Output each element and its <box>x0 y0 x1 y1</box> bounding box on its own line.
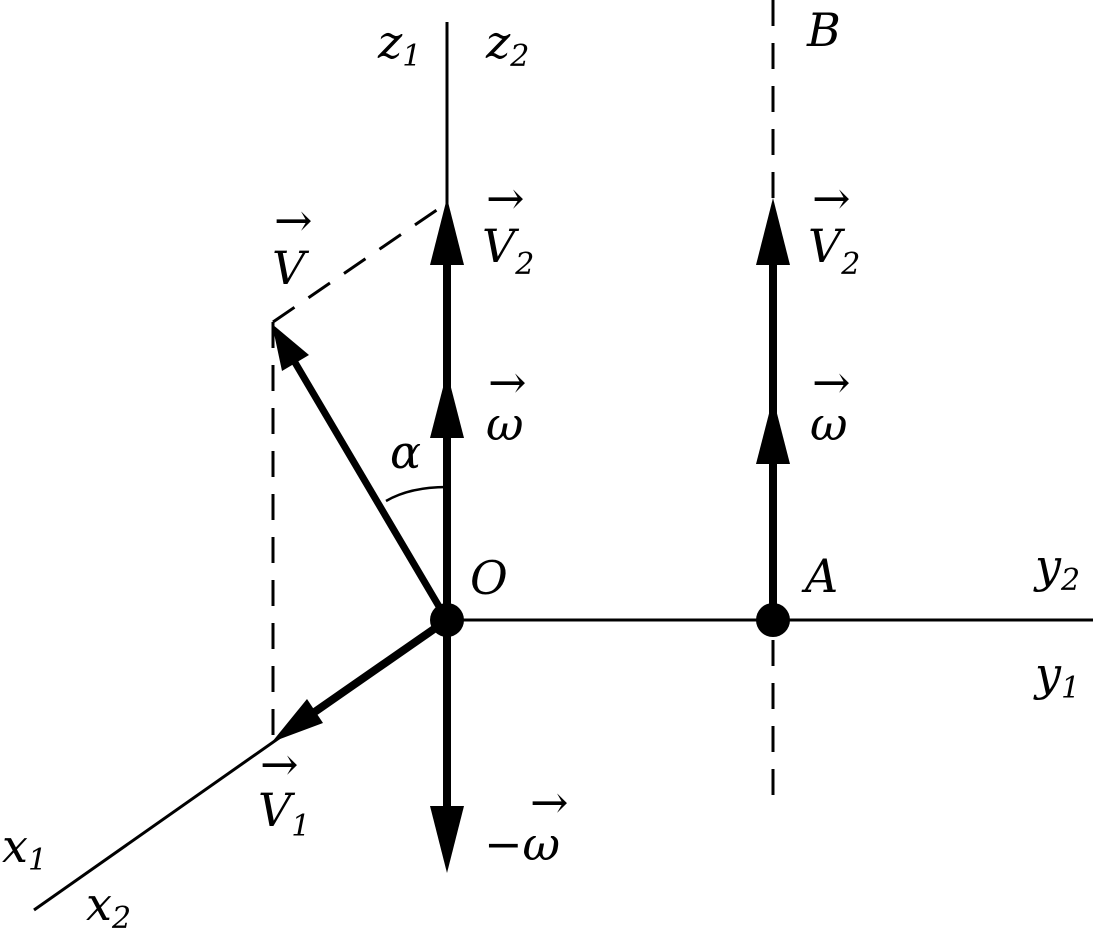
omega-right-arrow-mark: → <box>812 355 851 409</box>
x1-axis-label: x1 <box>2 819 47 878</box>
point-A-label: A <box>801 549 838 603</box>
omega-right-arrowhead <box>756 398 790 464</box>
alpha-label: α <box>390 425 421 479</box>
v2-right-arrowhead <box>756 198 790 265</box>
neg-omega-arrowhead <box>430 806 464 873</box>
v-vector-shaft <box>286 352 451 622</box>
v1-vector-shaft <box>303 616 450 722</box>
omega-left-arrow-mark: → <box>488 355 527 409</box>
omega-left-arrowhead <box>430 372 464 438</box>
v2-right-vector-arrow-mark: → <box>812 171 851 225</box>
v2-left-arrowhead <box>430 198 464 265</box>
neg-omega-arrow-mark: → <box>530 775 569 829</box>
point-A <box>756 603 790 637</box>
v1-vector-arrow-mark: → <box>260 737 299 791</box>
x2-axis-label: x2 <box>86 877 131 936</box>
neg-omega-label: −ω <box>484 817 560 871</box>
y1-axis-label: y1 <box>1033 647 1080 706</box>
v2-right-vector-label: V2 <box>808 219 860 282</box>
omega-right-label: ω <box>810 397 848 451</box>
v-vector-label: V <box>272 241 310 295</box>
point-O-label: O <box>470 551 508 605</box>
point-O <box>430 603 464 637</box>
v2-left-vector-arrow-mark: → <box>486 171 525 225</box>
z1-axis-label: z1 <box>377 15 421 74</box>
alpha-angle-arc <box>385 485 448 503</box>
v1-vector-arrowhead <box>272 699 323 742</box>
point-B-label: B <box>806 3 841 57</box>
v-vector-arrow-mark: → <box>274 193 313 247</box>
y2-axis-label: y2 <box>1033 539 1080 598</box>
dashed-line-V-to-V2 <box>272 201 448 324</box>
v2-left-vector-label: V2 <box>482 219 534 282</box>
z2-axis-label: z2 <box>485 15 529 74</box>
omega-left-label: ω <box>486 397 524 451</box>
v-vector-arrowhead <box>272 324 309 371</box>
v1-vector-label: V1 <box>258 783 310 844</box>
